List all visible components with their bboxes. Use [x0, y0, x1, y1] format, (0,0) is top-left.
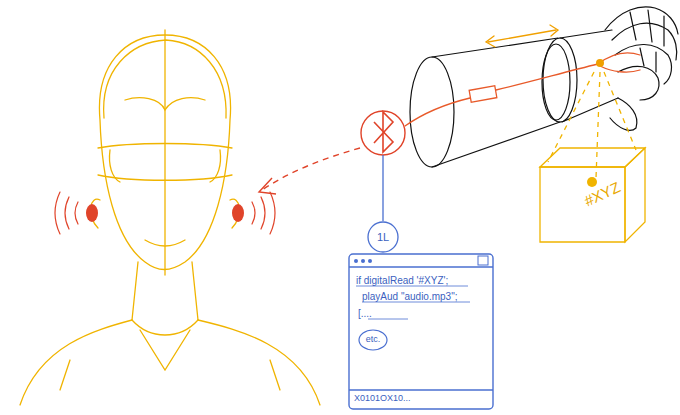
code-window: if digitalRead '#XYZ'; playAud "audio.mp3…	[348, 253, 494, 410]
earbud	[86, 204, 98, 222]
bluetooth-symbol	[374, 112, 393, 152]
sensor-dot	[596, 59, 604, 67]
sound-wave	[252, 202, 255, 224]
goggle-line	[98, 144, 232, 149]
finger	[618, 66, 659, 100]
goggle-line	[98, 175, 232, 180]
search-icon	[478, 256, 488, 265]
cube-face	[540, 167, 625, 242]
cube-face	[625, 148, 645, 242]
cube-box: #XYZ	[530, 140, 655, 245]
arrow-head	[486, 25, 558, 47]
brow-line	[125, 98, 205, 110]
collar-line	[132, 320, 198, 370]
arrow-head	[259, 178, 276, 194]
title-bar-line	[349, 266, 493, 267]
sound-wave	[270, 192, 275, 234]
wireless-arrow	[262, 148, 360, 190]
sensor-dot	[587, 177, 597, 187]
goggle-line	[109, 150, 220, 182]
code-line: playAud "audio.mp3";	[362, 291, 458, 302]
sleeve-line	[432, 38, 560, 167]
circled-note: etc.	[358, 329, 388, 351]
earbud	[232, 204, 244, 222]
leader-line	[596, 72, 600, 178]
status-bar-line	[349, 389, 493, 390]
wire	[405, 98, 470, 126]
sound-wave	[65, 197, 69, 229]
knuckle-line	[630, 10, 664, 72]
code-line: if digitalRead '#XYZ';	[356, 275, 448, 286]
window-frame	[349, 254, 493, 409]
thumb	[610, 98, 637, 130]
sound-waves	[55, 192, 275, 234]
motion-arrow	[488, 30, 556, 42]
shoulder-line	[20, 320, 320, 405]
body-line	[60, 360, 280, 390]
neck-line	[132, 262, 198, 320]
mouth-line	[145, 240, 185, 246]
window-button	[361, 259, 365, 263]
window-button	[354, 259, 358, 263]
wire	[598, 53, 640, 72]
sound-wave	[55, 192, 60, 234]
note-text: etc.	[358, 329, 388, 351]
code-underline	[356, 286, 470, 319]
head-sketch	[20, 30, 320, 405]
sleeve-end	[543, 38, 577, 122]
sleeve-end	[542, 44, 570, 120]
sound-wave	[261, 197, 265, 229]
sleeve-cylinder	[410, 57, 454, 167]
wire	[496, 64, 598, 90]
leader-line	[604, 72, 636, 150]
window-button	[368, 259, 372, 263]
circuit-board	[469, 86, 497, 102]
circle-outline	[368, 222, 398, 252]
arm-sketch	[410, 7, 678, 167]
circle-node: 1L	[367, 221, 399, 253]
wrist-line	[560, 30, 618, 122]
center-line	[164, 30, 165, 275]
wire	[382, 155, 383, 221]
code-line: [....	[358, 308, 372, 319]
callout-number: 1L	[367, 221, 399, 253]
status-bar-text: X0101OX10...	[354, 394, 411, 404]
earbuds	[86, 204, 244, 222]
cube-face	[540, 148, 645, 167]
ear-outline	[91, 199, 240, 228]
leader-lines	[548, 72, 636, 178]
bluetooth-circle	[361, 111, 405, 155]
circle-outline	[359, 330, 387, 350]
sound-wave	[75, 202, 78, 224]
